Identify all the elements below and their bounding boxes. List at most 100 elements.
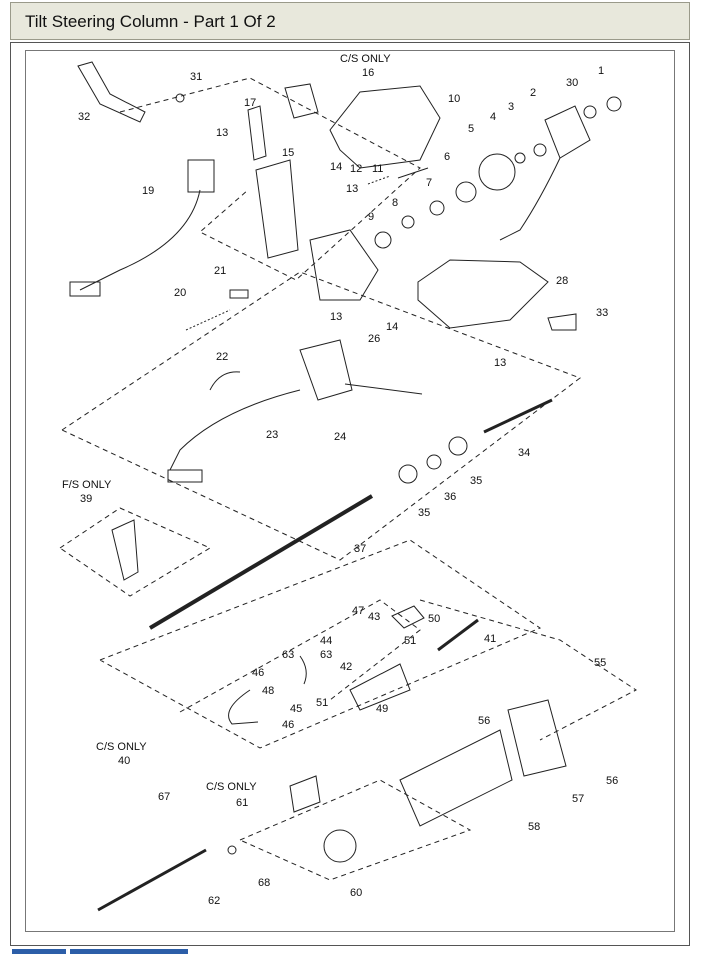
part-48-shape (228, 689, 259, 725)
callout-47: 47 (352, 605, 364, 617)
part-35-lower-shape (398, 464, 418, 484)
part-24-lever (344, 383, 423, 395)
callout-32: 32 (78, 111, 90, 123)
part-62-shape (97, 848, 207, 912)
callout-14-a: 14 (330, 161, 342, 173)
part-33-shape (547, 313, 577, 331)
callout-4: 4 (490, 111, 496, 123)
part-19-harness (79, 189, 201, 291)
part-31-shape (175, 93, 185, 103)
callout-57: 57 (572, 793, 584, 805)
callout-28: 28 (556, 275, 568, 287)
part-44-shape (299, 655, 307, 685)
callout-45: 45 (290, 703, 302, 715)
callout-50: 50 (428, 613, 440, 625)
callout-7: 7 (426, 177, 432, 189)
part-50-shape (391, 605, 425, 629)
outline-lower (239, 779, 472, 881)
callout-67: 67 (158, 791, 170, 803)
callout-40: 40 (118, 755, 130, 767)
note-cs-only-61: C/S ONLY (206, 781, 257, 793)
bottom-tab-1[interactable] (12, 949, 66, 954)
part-41-shape (437, 618, 479, 652)
callout-36: 36 (444, 491, 456, 503)
part-19-connector (69, 281, 101, 297)
callout-35-a: 35 (470, 475, 482, 487)
part-2-shape (544, 105, 591, 159)
bottom-tab-2[interactable] (70, 949, 188, 954)
callout-2: 2 (530, 87, 536, 99)
callout-55: 55 (594, 657, 606, 669)
callout-12: 12 (350, 163, 362, 175)
part-20-shape (185, 309, 231, 331)
callout-3: 3 (508, 101, 514, 113)
part-4-shape (514, 152, 526, 164)
callout-44: 44 (320, 635, 332, 647)
part-6-shape (455, 181, 477, 203)
part-3-shape (533, 143, 547, 157)
callout-68: 68 (258, 877, 270, 889)
outline-support (419, 599, 637, 741)
callout-60: 60 (350, 887, 362, 899)
callout-6: 6 (444, 151, 450, 163)
part-11-shape (397, 167, 429, 179)
part-7-shape (429, 200, 445, 216)
callout-31: 31 (190, 71, 202, 83)
callout-43: 43 (368, 611, 380, 623)
callout-15: 15 (282, 147, 294, 159)
note-cs-only-40: C/S ONLY (96, 741, 147, 753)
callout-42: 42 (340, 661, 352, 673)
part-12-shape (367, 175, 391, 185)
part-32-shape (77, 61, 146, 123)
part-10-shape (329, 85, 441, 169)
part-21-shape (229, 289, 249, 299)
callout-11: 11 (372, 163, 383, 175)
part-34-shape (483, 398, 553, 434)
part-39-shape (111, 519, 139, 581)
page-title: Tilt Steering Column - Part 1 Of 2 (25, 12, 276, 31)
part-16-shape (284, 83, 319, 119)
part-9-shape (374, 231, 392, 249)
outline-fs-only (59, 507, 212, 597)
part-58-shape (399, 729, 513, 827)
part-17-shape (247, 105, 267, 161)
diagram-border (25, 50, 675, 932)
callout-10: 10 (448, 93, 460, 105)
part-35-upper-shape (448, 436, 468, 456)
part-24-harness (169, 389, 301, 471)
callout-63-b: 63 (320, 649, 332, 661)
title-bar: Tilt Steering Column - Part 1 Of 2 (10, 2, 690, 40)
part-37-shape (148, 494, 374, 630)
callout-33: 33 (596, 307, 608, 319)
callout-13-c: 13 (330, 311, 342, 323)
group-outlines (59, 77, 637, 881)
callout-5: 5 (468, 123, 474, 135)
callout-63-a: 63 (282, 649, 294, 661)
callout-39: 39 (80, 493, 92, 505)
callout-8: 8 (392, 197, 398, 209)
callout-20: 20 (174, 287, 186, 299)
callout-22: 22 (216, 351, 228, 363)
callout-41: 41 (484, 633, 496, 645)
callout-61: 61 (236, 797, 248, 809)
part-1-shape (606, 96, 622, 112)
callout-21: 21 (214, 265, 226, 277)
callout-37: 37 (354, 543, 366, 555)
callout-17: 17 (244, 97, 256, 109)
callout-1: 1 (598, 65, 604, 77)
callout-9: 9 (368, 211, 374, 223)
callout-46-b: 46 (282, 719, 294, 731)
note-fs-only: F/S ONLY (62, 479, 112, 491)
part-68-shape (227, 845, 237, 855)
diagram-frame (10, 42, 690, 946)
callout-51-a: 51 (404, 635, 416, 647)
part-28-shape (417, 259, 549, 329)
callout-35-b: 35 (418, 507, 430, 519)
callout-16: 16 (362, 67, 374, 79)
callout-19: 19 (142, 185, 154, 197)
callout-58: 58 (528, 821, 540, 833)
callout-26: 26 (368, 333, 380, 345)
callout-labels: 1 2 3 4 5 6 7 8 9 10 11 12 13 13 13 13 1… (78, 65, 618, 907)
callout-13-b: 13 (346, 183, 358, 195)
